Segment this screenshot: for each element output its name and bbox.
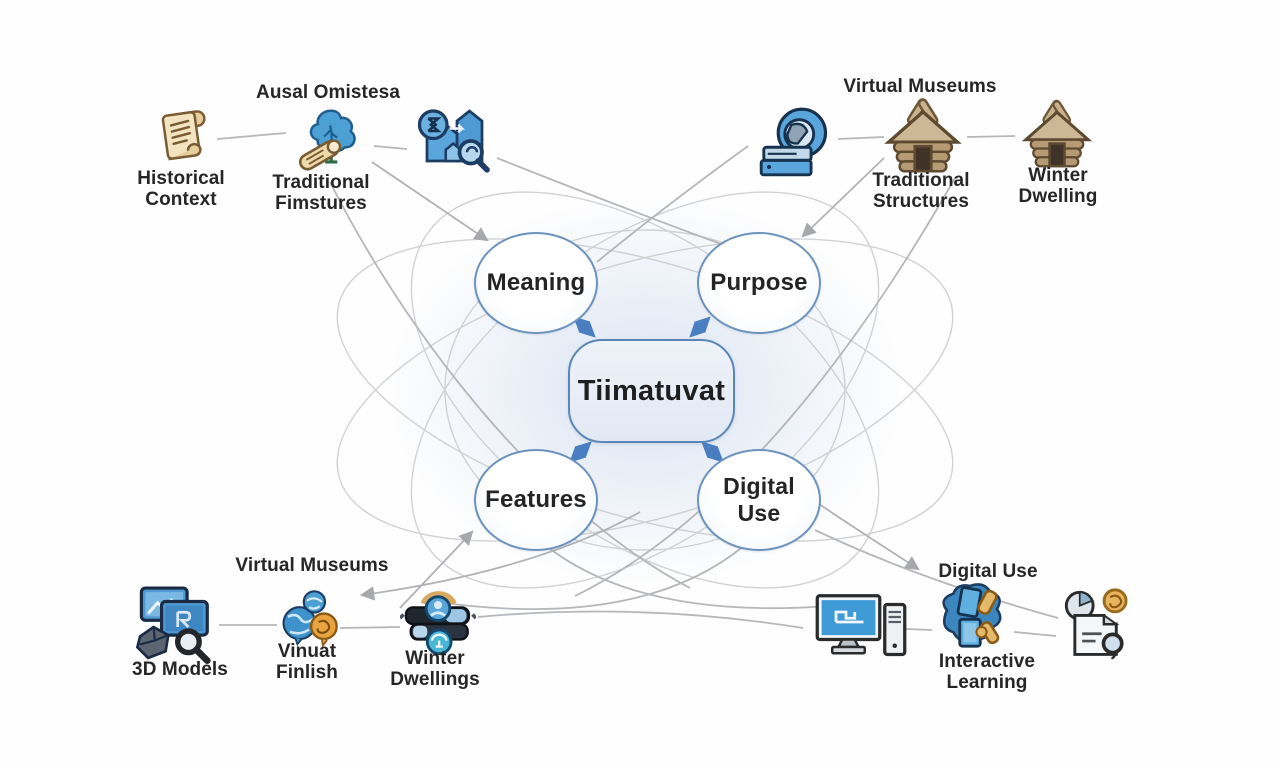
label-winter-dwelling: Winter Dwelling (1018, 165, 1098, 208)
report-chart-icon (1059, 585, 1137, 663)
node-features: Features (474, 449, 598, 551)
node-meaning: Meaning (474, 232, 598, 334)
label-interactive-learning: Interactive Learning (938, 651, 1036, 694)
museum-search-icon (412, 101, 492, 181)
vr-headset-icon (400, 586, 476, 662)
node-digital-use: Digital Use (697, 449, 821, 551)
cluster-header-bottom-left: Virtual Museums (235, 555, 389, 576)
node-center-label: Tiimatuvat (577, 374, 726, 407)
globes-icon (274, 587, 342, 655)
label-traditional-structures: Traditional Structures (872, 170, 970, 213)
cluster-header-bottom-right: Digital Use (938, 561, 1038, 582)
node-center: Tiimatuvat (568, 339, 735, 443)
node-features-label: Features (485, 486, 587, 513)
3d-models-icon (132, 580, 218, 666)
label-vinuat-finlish: Vinuat Finlish (276, 641, 338, 684)
log-cabin-icon (1017, 96, 1097, 176)
label-historical-context: Historical Context (137, 168, 225, 211)
node-meaning-label: Meaning (486, 269, 586, 296)
label-winter-dwellings: Winter Dwellings (390, 648, 480, 691)
label-traditional-fimstures: Traditional Fimstures (272, 172, 370, 215)
log-cabin-icon (879, 94, 967, 182)
hub-spoke-arrows (569, 316, 724, 463)
label-3d-models: 3D Models (132, 659, 228, 680)
cluster-header-top-right: Virtual Museums (843, 76, 997, 97)
node-purpose: Purpose (697, 232, 821, 334)
gray-connectors (216, 132, 1059, 637)
node-purpose-label: Purpose (710, 269, 808, 296)
scroll-icon (152, 103, 218, 169)
desktop-computer-icon (813, 592, 909, 662)
interactive-learning-icon (929, 577, 1011, 659)
projector-icon (752, 100, 836, 184)
tree-scroll-icon (291, 101, 369, 179)
node-digital-use-label: Digital Use (723, 473, 795, 526)
cluster-header-top-left: Ausal Omistesa (256, 82, 400, 103)
